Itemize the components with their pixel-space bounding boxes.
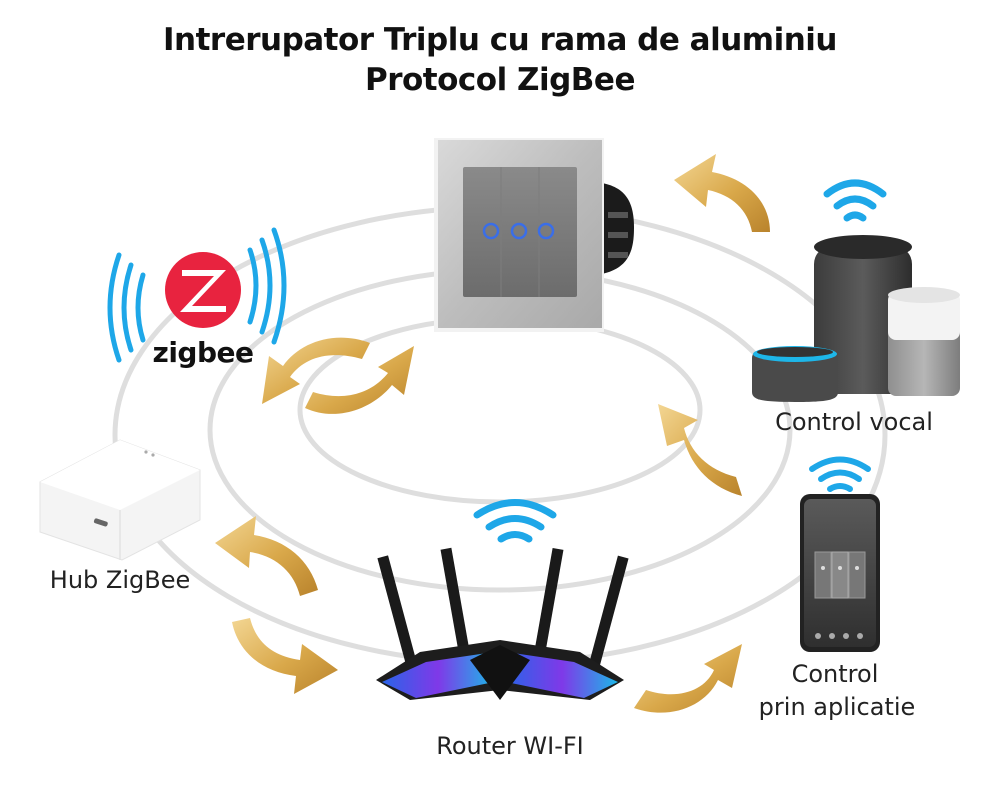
- diagram-title: Intrerupator Triplu cu rama de aluminiu: [162, 22, 838, 58]
- smartphone-icon: [800, 494, 880, 652]
- voice-control-label: Control vocal: [775, 408, 933, 436]
- switch-touch-led-2: [510, 222, 528, 240]
- diagram-subtitle: Protocol ZigBee: [365, 62, 636, 98]
- hub-label: Hub ZigBee: [49, 566, 191, 594]
- app-control-label-line1: Control: [791, 660, 879, 688]
- switch-touch-led-3: [537, 222, 555, 240]
- wifi-icon-app: [809, 456, 871, 492]
- switch-touch-led-1: [482, 222, 500, 240]
- hub-icon: [39, 439, 201, 561]
- router-icon: [376, 547, 629, 700]
- router-label: Router WI-FI: [436, 732, 584, 760]
- smart-speaker-icon: [752, 235, 960, 402]
- switch-icon: [434, 138, 634, 332]
- curved-arrow-icon: [215, 154, 770, 713]
- zigbee-wordmark: zigbee: [152, 336, 254, 369]
- wifi-icon-voice: [823, 179, 887, 222]
- zigbee-logo-icon: [107, 227, 287, 363]
- wifi-icon-router: [473, 499, 557, 543]
- app-control-label-line2: prin aplicatie: [758, 693, 916, 721]
